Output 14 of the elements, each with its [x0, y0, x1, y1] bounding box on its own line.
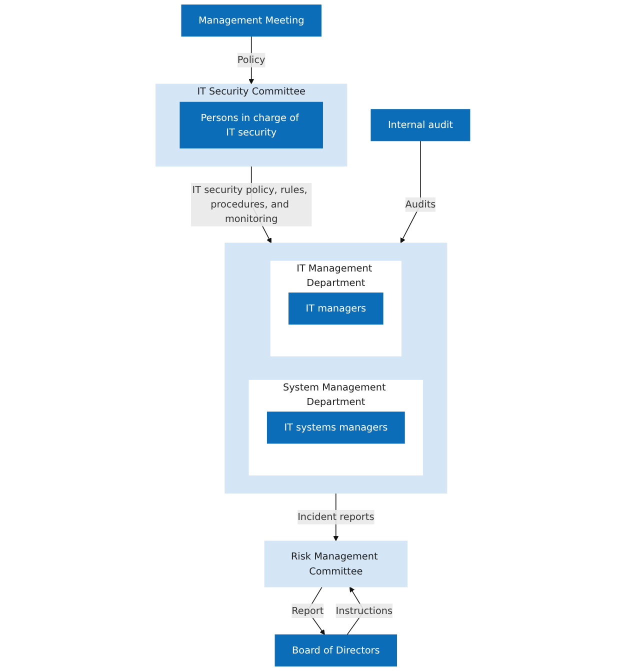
cluster	[224, 242, 447, 494]
node-box: Persons in charge of IT security	[179, 102, 323, 148]
edge-label: IT security policy, rules, procedures, and monitoring	[192, 184, 307, 225]
edge-label: Report	[291, 604, 324, 616]
edge-label: Policy	[237, 54, 265, 66]
node-box: Risk Management Committee	[264, 540, 408, 588]
node-box: Internal audit	[370, 109, 470, 142]
node-box: Board of Directors	[274, 634, 397, 666]
node-box: IT managers	[288, 292, 383, 325]
edge-label: Instructions	[335, 604, 392, 616]
node-box: Management Meeting	[180, 4, 322, 37]
edge-label: Audits	[404, 198, 436, 210]
edge-label: Incident reports	[297, 511, 374, 523]
node-box: IT systems managers	[266, 412, 404, 444]
